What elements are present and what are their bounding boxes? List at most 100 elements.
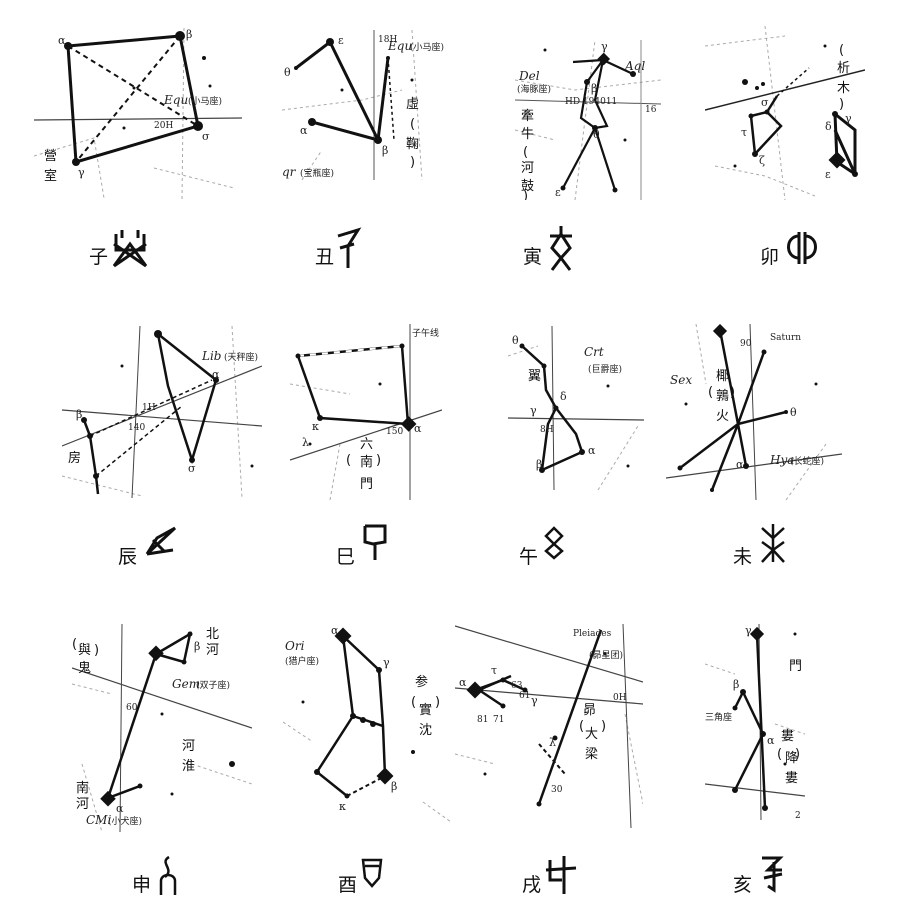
constellation-label-aqr: qr	[282, 165, 297, 179]
star-map-mao: δ γ σ τ ζ ε ( 析 木 )	[705, 26, 865, 200]
branch-label-wu: 午	[519, 546, 539, 568]
star-label-alpha: α	[300, 124, 308, 137]
lodge-char-2: 木	[837, 81, 850, 96]
star-label-gamma: γ	[601, 40, 608, 53]
star-label-delta: δ	[825, 120, 832, 133]
chen-glyph-icon	[143, 524, 179, 562]
lodge-char-1: (	[72, 637, 77, 652]
ra-label: 0H	[613, 693, 627, 703]
star-map-chou: ε θ α β 18H Equ (小马座) qr (宝瓶座) 虛 ( 鞠 )	[282, 30, 448, 180]
lodge-char-4: 火	[716, 409, 729, 424]
lodge-char-2: 與	[78, 643, 91, 658]
lodge-char-5: )	[795, 747, 800, 762]
branch-label-xu: 戌	[522, 874, 542, 896]
chou-glyph-icon	[334, 224, 364, 276]
ra-label: 90	[740, 339, 752, 349]
star-label-epsilon: ε	[555, 186, 561, 199]
star-map-shen: Gem (双子座) CMi (小犬座) β α 60 ( 與 鬼 ) 河 淮 北…	[72, 624, 252, 832]
lodge-char-1: 虛	[406, 97, 419, 112]
lodge-char-3: 南	[360, 454, 373, 470]
star-map-wei: Saturn Sex Hya (长蛇座) α θ 90 椰 ( 鶉 火 )	[666, 324, 842, 500]
ra-label-2: 1H	[142, 403, 156, 413]
branch-label-yin: 寅	[523, 246, 543, 268]
branch-label-mao: 卯	[760, 246, 780, 268]
constellation-label-cmi-cn: (小犬座)	[108, 815, 142, 827]
lodge-char-3: 鞠	[406, 137, 419, 152]
star-label-beta: β	[76, 408, 82, 421]
constellation-label-crt-cn: (巨爵座)	[588, 363, 622, 375]
lodge-char-4: 河	[521, 161, 534, 176]
ra-label: 140	[128, 423, 145, 433]
star-label-kappa: κ	[312, 420, 319, 433]
lodge-char-2: (	[346, 453, 351, 468]
lodge-char-2: 牛	[521, 127, 534, 142]
star-label-alpha: α	[459, 676, 467, 689]
star-label-alpha: α	[588, 444, 596, 457]
constellation-label-lib-cn: (天秤座)	[224, 351, 258, 363]
lodge-char-3: (	[523, 145, 528, 160]
ra-label: 150	[386, 427, 403, 437]
constellation-label-gem: Gem	[172, 677, 200, 691]
lodge-char-4: 梁	[585, 747, 598, 762]
wei-glyph-icon	[758, 522, 788, 568]
lodge-char-2: (	[410, 117, 415, 132]
branch-label-hai: 亥	[733, 874, 753, 896]
constellation-label-aql: Aql	[624, 59, 645, 73]
lodge-char: 翼	[528, 369, 541, 384]
star-label-alpha: α	[58, 34, 66, 47]
star-label-theta: θ	[790, 406, 797, 419]
ra-label: 16	[645, 105, 657, 115]
star-label-gamma: γ	[78, 166, 85, 179]
yin-glyph-icon	[546, 224, 576, 278]
star-label-zeta: ζ	[759, 154, 765, 167]
hd-label: HD 194011	[565, 97, 617, 107]
lodge-char-3: 鶉	[716, 389, 729, 404]
star-label-beta: β	[591, 82, 597, 95]
ra-label: 20H	[154, 121, 173, 131]
lodge-char-5: 鼓	[521, 179, 534, 194]
star-label-theta: θ	[593, 128, 600, 141]
constellation-label-ori: Ori	[285, 639, 305, 653]
star-label-tau: τ	[491, 664, 497, 677]
star-label-alpha: α	[414, 422, 422, 435]
lodge-char-1: 營	[44, 149, 57, 164]
ra-label: 2	[795, 811, 801, 820]
cluster-label-pleiades-cn: (昴星团)	[589, 650, 623, 661]
branch-label-you: 酉	[338, 874, 358, 896]
star-label-beta: β	[382, 144, 388, 157]
lodge-char-3: 實	[419, 702, 432, 718]
star-number-61: 61	[519, 691, 530, 701]
lodge-char-1: 六	[360, 437, 373, 452]
lodge-char-2: 室	[44, 168, 57, 184]
lodge-char-1: 牽	[521, 108, 534, 124]
star-label-kappa: κ	[339, 800, 346, 813]
she-char-1: 南	[76, 780, 89, 796]
lodge-char-2: (	[411, 695, 416, 710]
ra-label: 8H	[540, 425, 554, 435]
star-map-si: α κ λ 150 子午线 六 ( 南 門 )	[290, 324, 442, 500]
star-number-71: 71	[493, 715, 504, 725]
star-label-beta: β	[194, 640, 200, 653]
star-label-gamma: γ	[531, 694, 538, 707]
constellation-label-aqr-cn: (宝瓶座)	[300, 167, 334, 179]
star-label-epsilon: ε	[338, 34, 344, 47]
lodge-char-1: 昴	[583, 703, 596, 718]
planet-label-saturn: Saturn	[770, 333, 801, 343]
lodge-char-4: 婁	[785, 771, 798, 786]
constellation-label-equ: Equ	[387, 39, 412, 53]
constellation-label-sex: Sex	[670, 373, 692, 387]
branch-label-zi: 子	[89, 246, 109, 268]
nhe-char-2: 河	[206, 643, 219, 658]
lodge-char-4: )	[839, 97, 844, 112]
lodge-char-4: )	[94, 643, 99, 658]
lodge-char-5: )	[730, 385, 735, 400]
star-map-you: Ori (猎户座) α γ β κ 参 ( 實 沈 )	[283, 622, 451, 826]
star-label-gamma: γ	[745, 624, 752, 637]
star-map-xu: Pleiades (昴星团) 63 61 81 71 30 α γ τ λ 0H…	[455, 624, 643, 828]
lodge-char-3: 降	[785, 751, 798, 766]
lodge-char-2: (	[777, 747, 782, 762]
constellation-label-hya-cn: (长蛇座)	[790, 455, 824, 467]
star-label-alpha: α	[212, 368, 220, 381]
star-number-30: 30	[551, 785, 563, 795]
lodge-char-6: )	[523, 189, 528, 200]
